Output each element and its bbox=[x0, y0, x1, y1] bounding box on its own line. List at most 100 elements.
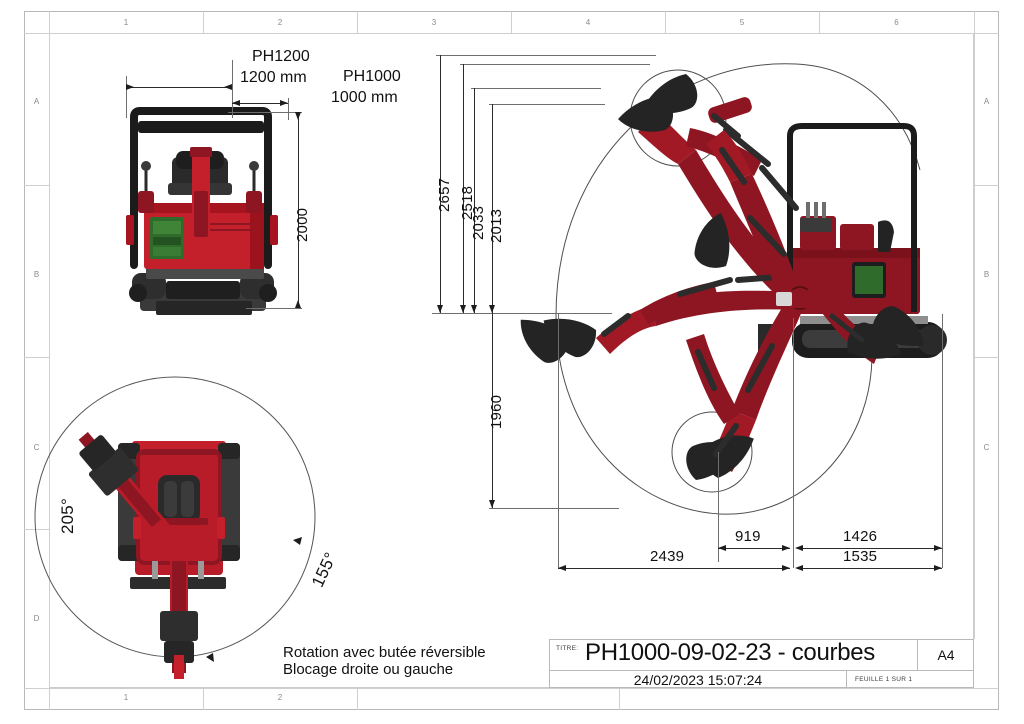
zone-ruler-line-top bbox=[24, 33, 999, 34]
zone-col-top-4: 4 bbox=[585, 18, 591, 27]
zone-col-top-6: 6 bbox=[894, 18, 899, 27]
zone-row-left-c: C bbox=[33, 443, 40, 452]
side-view-dim-2439: 2439 bbox=[650, 548, 685, 565]
dim-arrow bbox=[280, 100, 288, 106]
extension-line bbox=[718, 452, 719, 562]
dim-arrow bbox=[295, 300, 301, 308]
zone-divider bbox=[24, 529, 49, 530]
dim-arrow bbox=[471, 305, 477, 313]
dimension-line-height bbox=[298, 112, 299, 308]
dim-arrow bbox=[795, 565, 803, 571]
extension-line-datum bbox=[432, 313, 612, 314]
zone-row-right-a: A bbox=[983, 97, 990, 106]
extension-line bbox=[558, 313, 559, 568]
zone-divider bbox=[974, 357, 999, 358]
dim-arrow bbox=[782, 565, 790, 571]
dimension-line-ph1200 bbox=[126, 87, 232, 88]
zone-ruler-line-left bbox=[49, 11, 50, 710]
extension-line bbox=[436, 55, 656, 56]
ph1200-model-label: PH1200 bbox=[252, 48, 310, 65]
front-view-height-dim: 2000 bbox=[294, 207, 311, 242]
dim-arrow bbox=[558, 565, 566, 571]
zone-divider bbox=[511, 11, 512, 33]
zone-row-left-b: B bbox=[33, 270, 40, 279]
zone-divider bbox=[974, 185, 999, 186]
zone-col-top-5: 5 bbox=[739, 18, 745, 27]
dimension-line-1960 bbox=[492, 313, 493, 508]
zone-col-bottom-2: 2 bbox=[277, 693, 283, 702]
dim-arrow bbox=[782, 545, 790, 551]
side-view-graphic bbox=[519, 63, 947, 515]
dim-arrow bbox=[489, 500, 495, 508]
top-view-note-line-2: Blocage droite ou gauche bbox=[283, 661, 454, 678]
extension-line bbox=[942, 314, 943, 568]
dim-arrow bbox=[718, 545, 726, 551]
zone-divider bbox=[819, 11, 820, 33]
zone-col-top-2: 2 bbox=[277, 18, 283, 27]
side-view-depth-dim-1960: 1960 bbox=[488, 394, 505, 429]
drawing-title: PH1000-09-02-23 - courbes bbox=[585, 639, 876, 666]
extension-line bbox=[489, 508, 619, 509]
drawing-date: 24/02/2023 15:07:24 bbox=[550, 671, 847, 688]
extension-line bbox=[793, 318, 794, 568]
zone-row-left-a: A bbox=[33, 97, 40, 106]
side-view-working-envelope bbox=[500, 40, 980, 530]
zone-ruler-line-bottom bbox=[24, 688, 999, 689]
extension-line bbox=[489, 104, 605, 105]
dim-arrow bbox=[437, 305, 443, 313]
zone-divider bbox=[203, 688, 204, 710]
title-block-titre-label: TITRE: bbox=[556, 645, 579, 652]
side-view-dim-1426: 1426 bbox=[843, 528, 878, 545]
extension-line bbox=[460, 64, 650, 65]
dimension-line-1426 bbox=[797, 548, 942, 549]
sheet-format-cell: A4 bbox=[918, 640, 974, 671]
dimension-line-2033 bbox=[474, 88, 475, 313]
side-view-dim-2033: 2033 bbox=[470, 205, 487, 240]
dim-arrow bbox=[934, 565, 942, 571]
zone-row-right-c: C bbox=[983, 443, 990, 452]
zone-divider bbox=[203, 11, 204, 33]
zone-divider bbox=[357, 688, 358, 710]
dimension-line-919 bbox=[718, 548, 790, 549]
sheet-count-label: FEUILLE 1 SUR 1 bbox=[855, 676, 913, 683]
zone-divider bbox=[619, 688, 620, 710]
side-view-dim-2657: 2657 bbox=[436, 177, 453, 212]
ph1000-width-label: 1000 mm bbox=[331, 89, 398, 106]
zone-row-right-b: B bbox=[983, 270, 990, 279]
ph1000-model-label: PH1000 bbox=[343, 68, 401, 85]
side-view-dim-2013: 2013 bbox=[488, 208, 505, 243]
dimension-line-2518 bbox=[463, 64, 464, 313]
dim-arrow bbox=[460, 305, 466, 313]
zone-col-top-1: 1 bbox=[123, 18, 129, 27]
dimension-line-2439 bbox=[558, 568, 790, 569]
side-view-dim-1535: 1535 bbox=[843, 548, 878, 565]
top-view-angle-left: 205° bbox=[58, 498, 77, 534]
dimension-line-2657 bbox=[440, 55, 441, 313]
zone-col-bottom-1: 1 bbox=[123, 693, 129, 702]
dim-arrow bbox=[934, 545, 942, 551]
extension-line bbox=[232, 60, 233, 118]
extension-line bbox=[126, 76, 127, 118]
dim-arrow bbox=[126, 84, 134, 90]
zone-divider bbox=[24, 185, 49, 186]
extension-line bbox=[288, 98, 289, 120]
zone-divider bbox=[665, 11, 666, 33]
top-view-note-line-1: Rotation avec butée réversible bbox=[283, 644, 486, 661]
top-view bbox=[20, 355, 340, 685]
dimension-line-2013 bbox=[492, 104, 493, 313]
title-block-main-cell: TITRE: PH1000-09-02-23 - courbes bbox=[550, 639, 918, 671]
zone-col-top-3: 3 bbox=[431, 18, 437, 27]
dim-arrow bbox=[795, 545, 803, 551]
dimension-line-1535 bbox=[797, 568, 942, 569]
extension-line bbox=[228, 112, 302, 113]
dim-arrow bbox=[489, 305, 495, 313]
front-view bbox=[110, 95, 320, 330]
zone-divider bbox=[357, 11, 358, 33]
dim-arrow bbox=[232, 100, 240, 106]
dim-arrow bbox=[224, 84, 232, 90]
extension-line bbox=[471, 88, 601, 89]
top-view-graphic bbox=[34, 376, 316, 679]
dim-arrow bbox=[295, 112, 301, 120]
dimension-line-ph1000 bbox=[232, 103, 288, 104]
